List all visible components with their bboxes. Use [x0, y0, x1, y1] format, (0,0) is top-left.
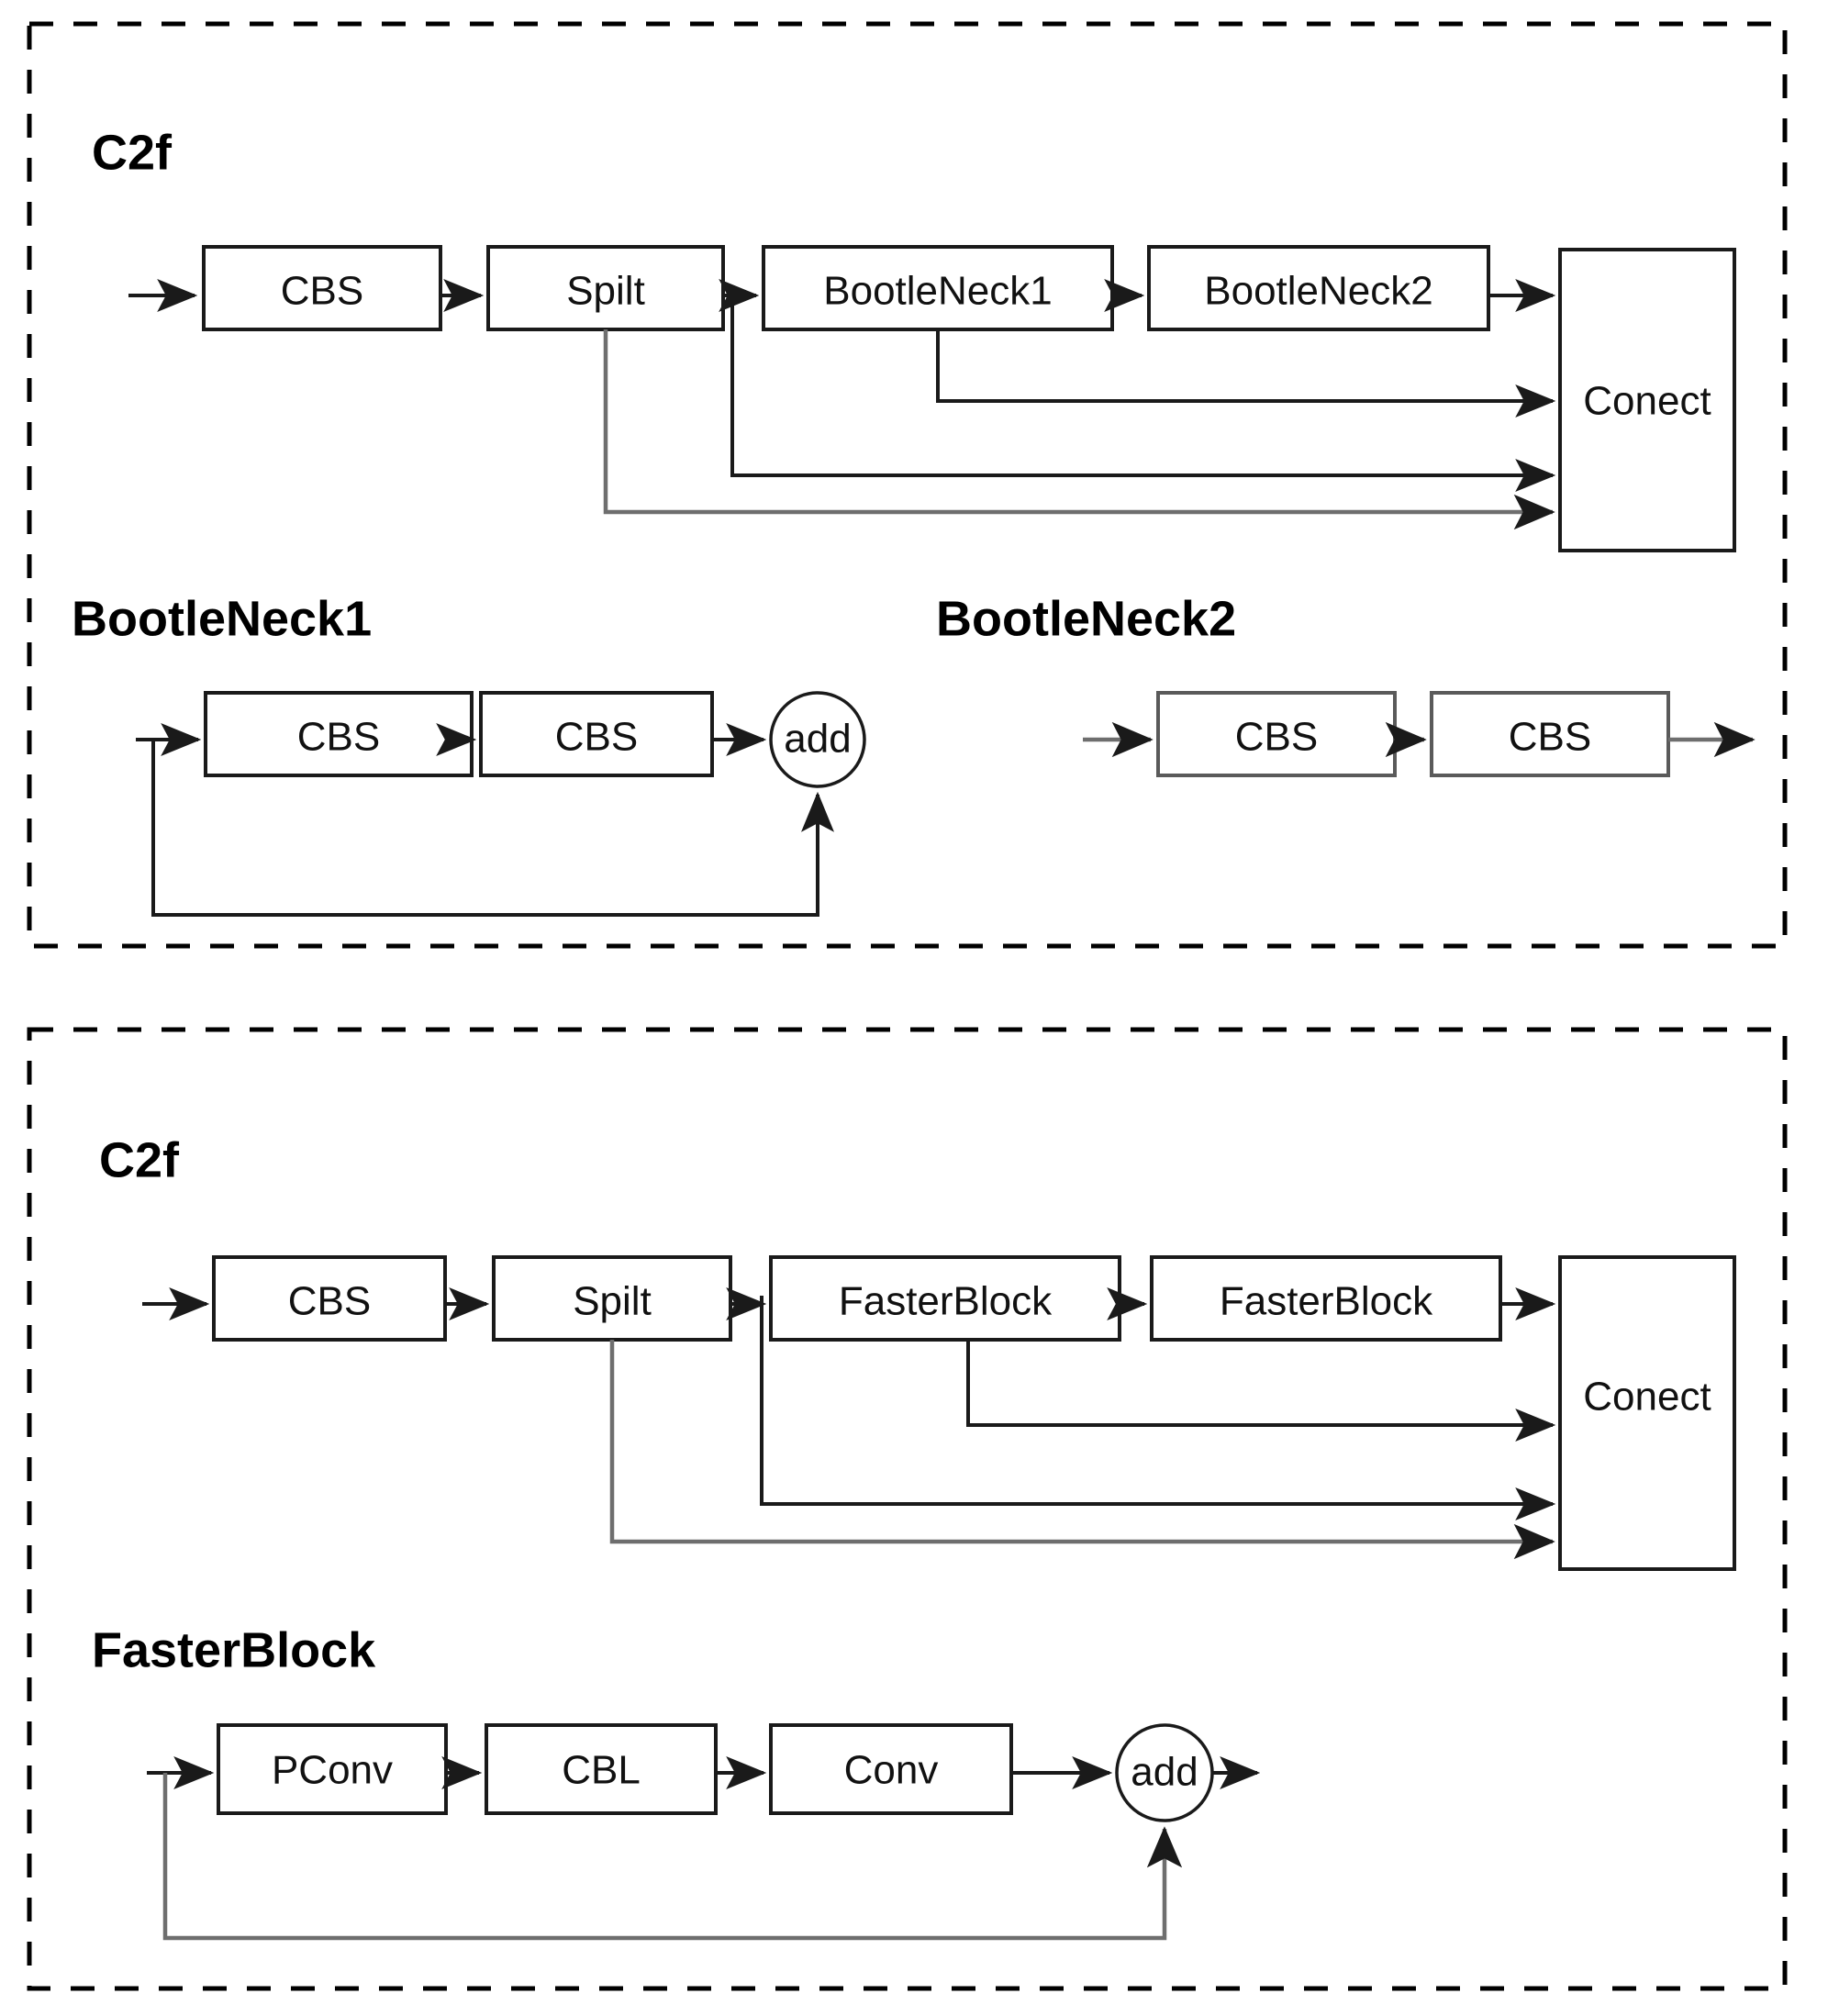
node-bootleneck2[interactable]	[1147, 245, 1490, 331]
node-bootleneck2-label: BootleNeck2	[1204, 269, 1432, 314]
node-conv-label: Conv	[844, 1748, 939, 1793]
node-cbs-label: CBS	[281, 269, 363, 314]
edge-spilt-branch-to-conect	[730, 289, 1556, 492]
node-fb-add-label: add	[1131, 1750, 1198, 1795]
edge-fb-residual-to-add	[162, 1773, 1183, 1941]
node-spilt2-label: Spilt	[573, 1279, 652, 1324]
node-cbs2[interactable]	[212, 1255, 447, 1342]
node-cbl[interactable]	[485, 1723, 718, 1815]
edge-bn1-skip-to-conect	[936, 329, 1556, 418]
section-title-bootleneck1: BootleNeck1	[72, 591, 372, 646]
node-cbs2-label: CBS	[288, 1279, 371, 1324]
node-bn1-cbs-a-label: CBS	[297, 715, 380, 760]
node-spilt[interactable]	[486, 245, 725, 331]
edge-bn1-residual-to-add	[151, 740, 834, 917]
section-title-c2f-original: C2f	[92, 125, 173, 180]
node-conect2-label: Conect	[1583, 1375, 1711, 1420]
node-bn2-cbs-d-label: CBS	[1509, 715, 1591, 760]
section-title-fasterblock: FasterBlock	[92, 1622, 376, 1677]
edge-spilt-bottom-to-conect	[603, 329, 1555, 530]
node-conect2[interactable]	[1558, 1255, 1736, 1571]
section-title-bootleneck2: BootleNeck2	[936, 591, 1236, 646]
edge2-spilt-branch-to-conect	[760, 1296, 1556, 1520]
node-fasterblock-2-label: FasterBlock	[1220, 1279, 1433, 1324]
node-spilt2[interactable]	[492, 1255, 732, 1342]
node-pconv-label: PConv	[272, 1748, 393, 1793]
node-fasterblock-1[interactable]	[769, 1255, 1121, 1342]
edge2-fb1-skip-to-conect	[966, 1340, 1556, 1442]
node-cbs[interactable]	[202, 245, 442, 331]
section-title-c2f-improved: C2f	[99, 1132, 180, 1187]
node-bn1-cbs-a[interactable]	[204, 691, 474, 777]
node-bn2-cbs-c-label: CBS	[1235, 715, 1318, 760]
node-cbl-label: CBL	[562, 1748, 641, 1793]
node-bootleneck1-label: BootleNeck1	[823, 269, 1052, 314]
node-bn1-add-label: add	[784, 717, 851, 762]
panel-improved-border	[27, 1027, 1788, 1991]
node-conv[interactable]	[769, 1723, 1013, 1815]
node-bn2-cbs-d[interactable]	[1430, 691, 1670, 777]
node-bn1-cbs-b[interactable]	[479, 691, 714, 777]
node-bn1-cbs-b-label: CBS	[555, 715, 638, 760]
node-pconv[interactable]	[217, 1723, 448, 1815]
edge2-spilt-bottom-to-conect	[609, 1340, 1555, 1560]
node-conect[interactable]	[1558, 248, 1736, 552]
panel-original-border	[27, 21, 1788, 949]
node-fasterblock-1-label: FasterBlock	[839, 1279, 1053, 1324]
node-fasterblock-2[interactable]	[1150, 1255, 1502, 1342]
node-conect-label: Conect	[1583, 379, 1711, 424]
node-spilt-label: Spilt	[566, 269, 645, 314]
node-bn1-add[interactable]	[769, 691, 866, 788]
